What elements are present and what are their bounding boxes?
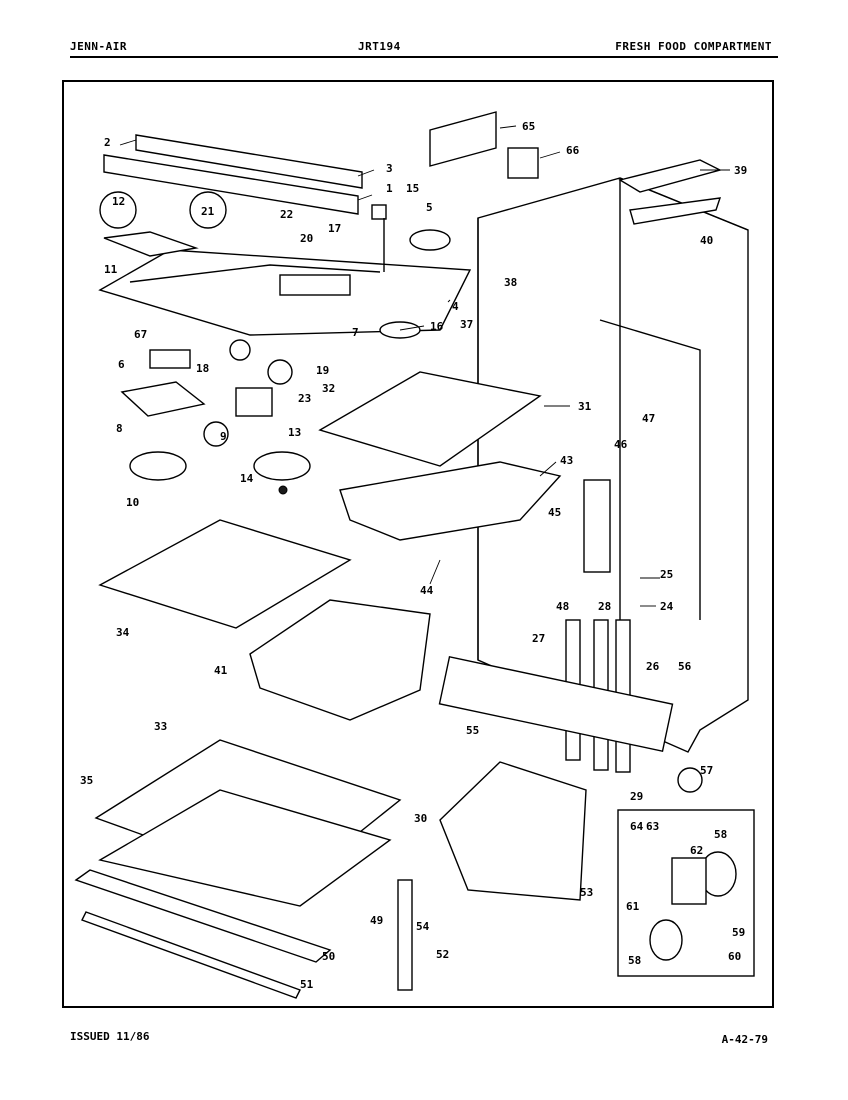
callout-29: 29 — [630, 790, 643, 803]
callout-27: 27 — [532, 632, 545, 645]
callout-59: 59 — [732, 926, 745, 939]
callout-38: 38 — [504, 276, 517, 289]
callout-22: 22 — [280, 208, 293, 221]
callout-55: 55 — [466, 724, 479, 737]
callout-64: 64 — [630, 820, 644, 833]
callout-66: 66 — [566, 144, 580, 157]
callout-43: 43 — [560, 454, 573, 467]
callout-5: 5 — [426, 201, 433, 214]
drawers — [249, 461, 587, 901]
callout-40: 40 — [700, 234, 713, 247]
callout-6: 6 — [118, 358, 125, 371]
callout-52: 52 — [436, 948, 449, 961]
callout-11: 11 — [104, 263, 118, 276]
callout-17: 17 — [328, 222, 341, 235]
callout-8: 8 — [116, 422, 123, 435]
callout-39: 39 — [734, 164, 747, 177]
footer-issued: ISSUED 11/86 — [70, 1030, 150, 1043]
callout-63: 63 — [646, 820, 659, 833]
callout-62: 62 — [690, 844, 703, 857]
callout-41: 41 — [214, 664, 228, 677]
callout-14: 14 — [240, 472, 254, 485]
callout-28: 28 — [598, 600, 611, 613]
footer-code: A-42-79 — [721, 1033, 768, 1046]
callout-50: 50 — [322, 950, 335, 963]
callout-25: 25 — [660, 568, 673, 581]
callout-44: 44 — [420, 584, 434, 597]
lead-lines — [119, 125, 730, 607]
callout-23: 23 — [298, 392, 311, 405]
callout-51: 51 — [300, 978, 314, 991]
callout-4: 4 — [452, 300, 459, 313]
callout-2: 2 — [104, 136, 111, 149]
callout-18: 18 — [196, 362, 209, 375]
diagram-frame — [62, 80, 774, 1008]
header-rule — [70, 56, 778, 58]
callout-57: 57 — [700, 764, 713, 777]
callout-26: 26 — [646, 660, 660, 673]
callout-9: 9 — [220, 430, 227, 443]
callout-58a: 58 — [714, 828, 727, 841]
callout-16: 16 — [430, 320, 444, 333]
callout-30: 30 — [414, 812, 427, 825]
callout-54: 54 — [416, 920, 430, 933]
control-panel-part — [98, 134, 472, 336]
callout-45: 45 — [548, 506, 561, 519]
callout-60: 60 — [728, 950, 741, 963]
callout-48: 48 — [556, 600, 569, 613]
header-model: JRT194 — [358, 40, 401, 53]
callout-19: 19 — [316, 364, 329, 377]
callout-61: 61 — [626, 900, 640, 913]
callout-3: 3 — [386, 162, 393, 175]
callout-31: 31 — [578, 400, 592, 413]
callout-37: 37 — [460, 318, 473, 331]
callout-32: 32 — [322, 382, 335, 395]
callout-53: 53 — [580, 886, 593, 899]
callout-7: 7 — [352, 326, 359, 339]
callout-labels: 1 2 3 4 5 6 7 8 9 10 11 12 13 14 15 16 1… — [80, 120, 747, 991]
detail-box — [617, 809, 755, 977]
callout-34: 34 — [116, 626, 130, 639]
callout-33: 33 — [154, 720, 167, 733]
callout-12: 12 — [112, 195, 125, 208]
callout-21: 21 — [201, 205, 215, 218]
shelves — [74, 371, 542, 999]
callout-47: 47 — [642, 412, 655, 425]
callout-10: 10 — [126, 496, 139, 509]
small-parts-left — [99, 191, 451, 495]
callout-20: 20 — [300, 232, 313, 245]
callout-65: 65 — [522, 120, 535, 133]
callout-67: 67 — [134, 328, 147, 341]
callout-35: 35 — [80, 774, 93, 787]
callout-24: 24 — [660, 600, 674, 613]
callout-49: 49 — [370, 914, 383, 927]
callout-15: 15 — [406, 182, 419, 195]
callout-1: 1 — [386, 182, 393, 195]
callout-46: 46 — [614, 438, 628, 451]
callout-56: 56 — [678, 660, 692, 673]
callout-58b: 58 — [628, 954, 641, 967]
rails — [397, 479, 703, 991]
callout-13: 13 — [288, 426, 301, 439]
header-section: FRESH FOOD COMPARTMENT — [615, 40, 772, 53]
header-brand: JENN-AIR — [70, 40, 127, 53]
